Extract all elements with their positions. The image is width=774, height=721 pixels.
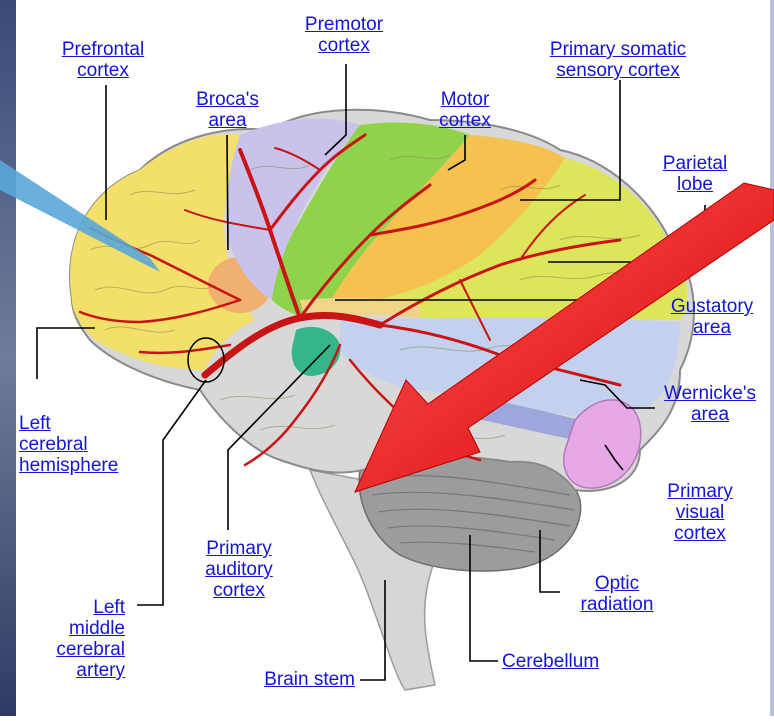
label-wernickes-area[interactable]: Wernicke's area [650, 383, 770, 425]
label-line: Motor [420, 89, 510, 110]
label-line: cortex [48, 60, 158, 81]
label-brocas-area[interactable]: Broca's area [180, 89, 275, 131]
label-line: Optic [562, 573, 672, 594]
label-line: cortex [645, 523, 755, 544]
label-left-middle-cerebral-artery[interactable]: Left middle cerebral artery [20, 597, 125, 681]
label-primary-visual-cortex[interactable]: Primary visual cortex [645, 481, 755, 544]
label-line: Cerebellum [502, 651, 632, 672]
label-line: Parietal [640, 153, 750, 174]
label-line: cortex [184, 580, 294, 601]
label-line: Brain stem [215, 669, 355, 690]
label-line: Broca's [180, 89, 275, 110]
label-prefrontal-cortex[interactable]: Prefrontal cortex [48, 39, 158, 81]
label-line: Gustatory [655, 296, 769, 317]
label-line: Prefrontal [48, 39, 158, 60]
label-line: area [650, 404, 770, 425]
label-line: area [655, 317, 769, 338]
label-gustatory-area[interactable]: Gustatory area [655, 296, 769, 338]
label-optic-radiation[interactable]: Optic radiation [562, 573, 672, 615]
label-line: middle [20, 618, 125, 639]
label-line: radiation [562, 594, 672, 615]
label-line: Primary [645, 481, 755, 502]
label-line: Primary [184, 538, 294, 559]
label-line: cerebral [20, 639, 125, 660]
label-brain-stem[interactable]: Brain stem [215, 669, 355, 690]
label-premotor-cortex[interactable]: Premotor cortex [288, 14, 400, 56]
label-line: visual [645, 502, 755, 523]
label-line: cortex [288, 35, 400, 56]
label-line: lobe [640, 174, 750, 195]
label-line: sensory cortex [528, 60, 708, 81]
label-primary-auditory-cortex[interactable]: Primary auditory cortex [184, 538, 294, 601]
label-motor-cortex[interactable]: Motor cortex [420, 89, 510, 131]
label-line: Wernicke's [650, 383, 770, 404]
label-line: cerebral [19, 434, 149, 455]
label-line: Left [20, 597, 125, 618]
label-left-cerebral-hemisphere[interactable]: Left cerebral hemisphere [19, 413, 149, 476]
label-line: hemisphere [19, 455, 149, 476]
slide-background-left-edge [0, 0, 16, 716]
slide-background-right-edge [770, 0, 774, 716]
label-primary-somatic-sensory-cortex[interactable]: Primary somatic sensory cortex [528, 39, 708, 81]
label-line: cortex [420, 110, 510, 131]
label-line: Premotor [288, 14, 400, 35]
label-parietal-lobe[interactable]: Parietal lobe [640, 153, 750, 195]
label-cerebellum[interactable]: Cerebellum [502, 651, 632, 672]
label-line: artery [20, 660, 125, 681]
label-line: auditory [184, 559, 294, 580]
label-line: Primary somatic [528, 39, 708, 60]
label-line: area [180, 110, 275, 131]
label-line: Left [19, 413, 149, 434]
